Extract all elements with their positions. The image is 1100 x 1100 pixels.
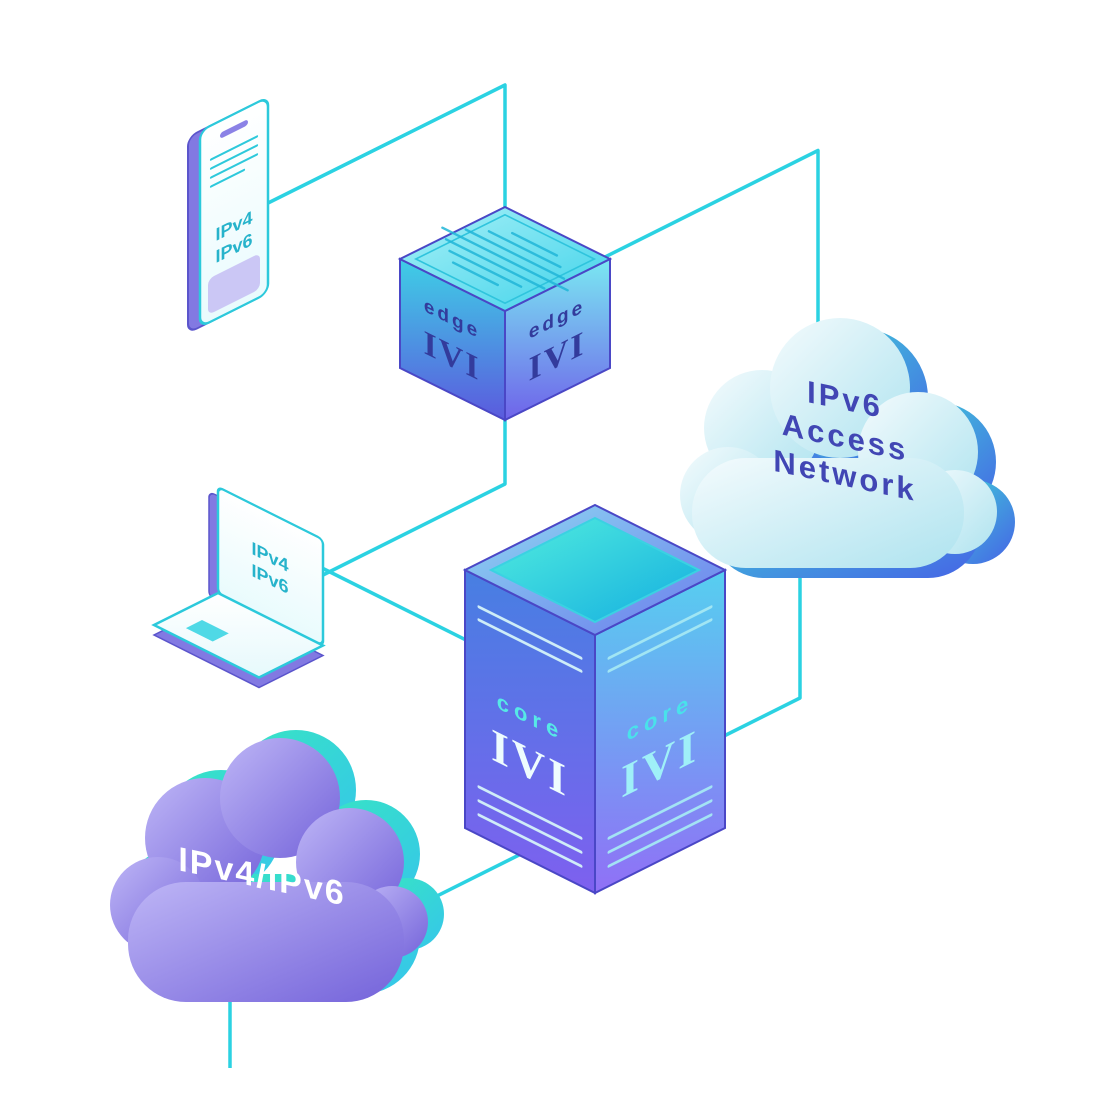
phone-speaker-icon [220,120,248,138]
edge-router-cube: edge IVI edge IVI [397,205,613,422]
edge-cube-vent-lines-icon [441,226,569,292]
ipv4-ipv6-cloud: IPv4/IPv6 [110,730,444,1002]
core-right-top-lines-icon [607,605,713,673]
phone-screen-text-lines-icon [209,135,259,188]
connection-line-edge-accesscloud [594,148,820,345]
core-right-bottom-lines-icon [607,785,713,868]
core-router-tower: core IVI core IVI [462,503,728,895]
laptop-keyboard-deck [151,591,326,679]
edge-cube-top-inner-frame [413,213,597,305]
laptop-trackpad [185,620,229,642]
core-left-top-lines-icon [477,605,583,673]
laptop-device: IPv4 IPv6 [151,487,326,689]
connection-line-accesscloud-core [715,555,802,742]
ipv6-access-cloud: IPv6 Access Network [680,318,1015,578]
connection-line-edge-laptop [317,412,507,580]
core-top-panel [488,516,702,624]
smartphone-device: IPv4 IPv6 [187,99,270,331]
phone-bottom-panel [208,255,260,313]
core-left-bottom-lines-icon [477,785,583,868]
connection-line-laptop-core [299,555,481,649]
connection-line-phone-edge [249,83,507,228]
